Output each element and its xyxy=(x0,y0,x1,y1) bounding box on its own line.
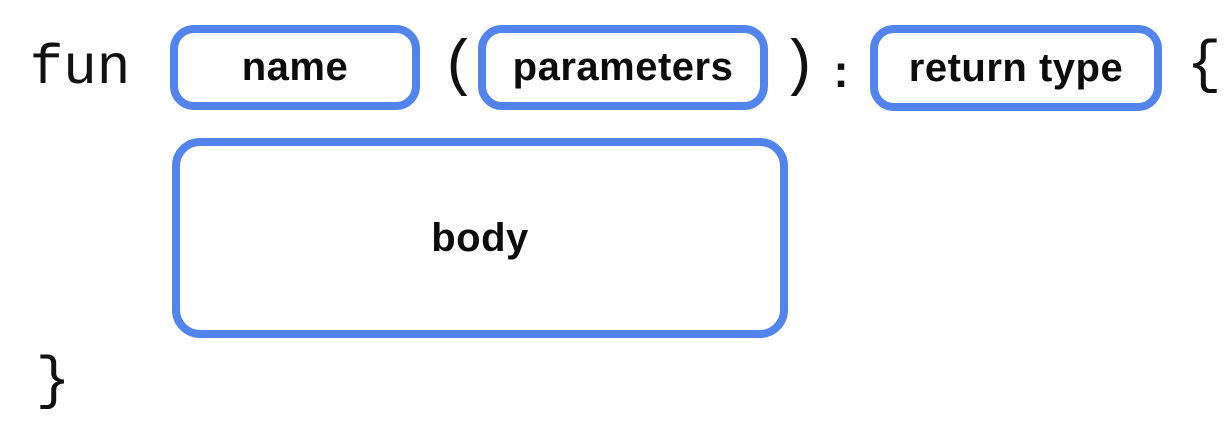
open-paren-symbol: ( xyxy=(440,30,478,102)
close-brace-symbol: } xyxy=(35,349,71,415)
name-slot-label: name xyxy=(241,45,349,89)
return-type-slot-box: return type xyxy=(870,25,1162,111)
colon-symbol: : xyxy=(833,44,849,97)
return-type-slot-label: return type xyxy=(908,45,1124,90)
fun-keyword: fun xyxy=(29,35,131,100)
parameters-slot-box: parameters xyxy=(478,25,768,110)
body-slot-label: body xyxy=(431,215,529,260)
body-slot-box: body xyxy=(172,138,788,338)
name-slot-box: name xyxy=(170,25,420,110)
open-brace-symbol: { xyxy=(1186,33,1222,99)
parameters-slot-label: parameters xyxy=(512,45,734,89)
close-paren-symbol: ) xyxy=(780,30,818,102)
